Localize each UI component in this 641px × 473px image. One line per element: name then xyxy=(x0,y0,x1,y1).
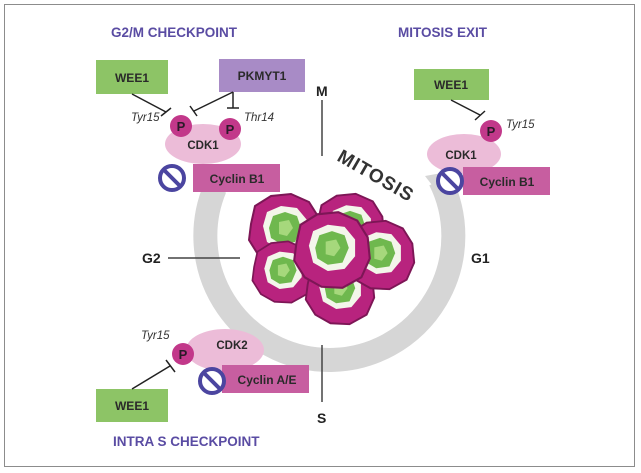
g2m-phospho-2 xyxy=(219,118,241,140)
g2m-site-tyr15: Tyr15 xyxy=(131,112,160,124)
g2m-site-thr14: Thr14 xyxy=(244,112,274,124)
exit-cyclin-b1-box xyxy=(463,167,550,195)
phase-label-g2: G2 xyxy=(142,250,161,266)
mitosis-exit-group: WEE1 CDK1 P Tyr15 Cyclin B1 xyxy=(414,69,550,195)
exit-wee1-inhibit-line xyxy=(450,99,481,116)
g2m-wee1-inhibit-line xyxy=(131,93,167,113)
phase-label-m: M xyxy=(316,83,328,99)
exit-cdk1-shape xyxy=(427,134,501,174)
exit-cyclin-b1-label: Cyclin B1 xyxy=(480,175,535,189)
exit-wee1-label: WEE1 xyxy=(434,78,468,92)
intra-s-cdk2-label: CDK2 xyxy=(216,340,247,352)
g2m-wee1-box xyxy=(96,60,168,94)
g2m-wee1-label: WEE1 xyxy=(115,71,149,85)
phase-label-s: S xyxy=(317,410,326,426)
intra-s-inhibited-icon xyxy=(198,367,226,395)
g2m-inhibited-icon xyxy=(158,164,186,192)
g2m-checkpoint-group: WEE1 PKMYT1 CDK1 P P Tyr15 Thr14 Cyclin … xyxy=(96,59,305,192)
intra-s-checkpoint-group: WEE1 CDK2 P Tyr15 Cyclin A/E xyxy=(96,329,309,422)
intra-s-phospho xyxy=(172,343,194,365)
intra-s-cyclin-box xyxy=(222,365,309,393)
exit-phospho-label: P xyxy=(487,124,496,139)
intra-s-cdk2-shape xyxy=(186,329,264,371)
exit-site-tyr15: Tyr15 xyxy=(506,119,535,131)
g2m-phospho-1 xyxy=(170,115,192,137)
g2m-cdk1-label: CDK1 xyxy=(187,140,219,152)
intra-s-phospho-label: P xyxy=(179,347,188,362)
intra-s-checkpoint-title: INTRA S CHECKPOINT xyxy=(113,434,260,449)
exit-inhibited-icon xyxy=(436,167,464,195)
intra-s-wee1-box xyxy=(96,389,168,422)
intra-s-wee1-inhibit-line xyxy=(131,365,171,390)
cancer-cell-cluster xyxy=(248,192,416,326)
intra-s-site-tyr15: Tyr15 xyxy=(141,330,170,342)
intra-s-wee1-label: WEE1 xyxy=(115,399,149,413)
phase-label-g1: G1 xyxy=(471,250,490,266)
mitosis-exit-title: MITOSIS EXIT xyxy=(398,25,488,40)
g2m-pkmyt1-box xyxy=(219,59,305,92)
g2m-checkpoint-title: G2/M CHECKPOINT xyxy=(111,25,238,40)
g2m-phospho-2-label: P xyxy=(226,122,235,137)
g2m-pkmyt1-inhibit-line-1 xyxy=(193,91,234,112)
exit-phospho xyxy=(480,120,502,142)
g2m-pkmyt1-label: PKMYT1 xyxy=(238,69,287,83)
intra-s-cyclin-label: Cyclin A/E xyxy=(238,373,297,387)
exit-cdk1-label: CDK1 xyxy=(445,150,477,162)
exit-wee1-box xyxy=(414,69,489,100)
cell-6 xyxy=(293,211,371,289)
g2m-cyclin-b1-box xyxy=(193,164,280,192)
g2m-cyclin-b1-label: Cyclin B1 xyxy=(210,172,265,186)
g2m-phospho-1-label: P xyxy=(177,119,186,134)
